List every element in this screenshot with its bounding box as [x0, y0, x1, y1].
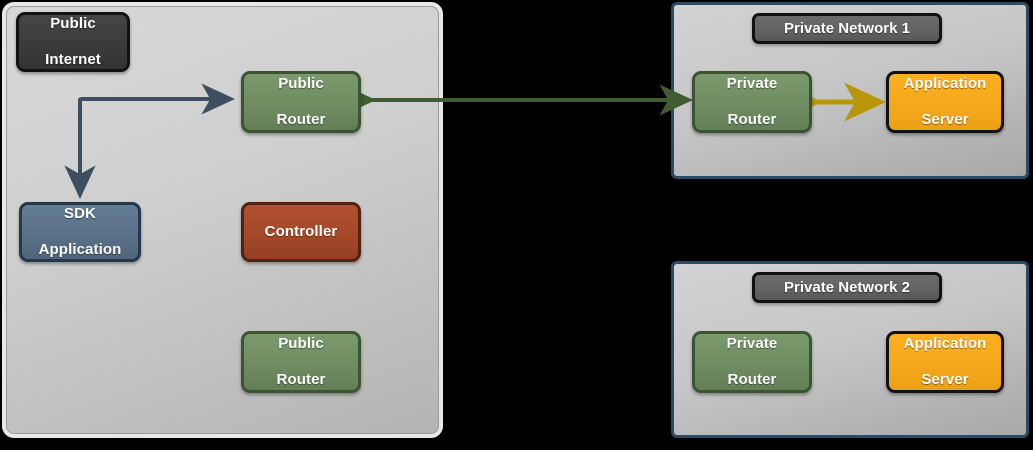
title-private-network-1: Private Network 1: [752, 13, 942, 44]
title-private-network-2: Private Network 2: [752, 272, 942, 303]
title-private-network-2-label: Private Network 2: [784, 279, 910, 296]
title-private-network-1-label: Private Network 1: [784, 20, 910, 37]
node-controller-label: Controller: [264, 222, 338, 240]
node-controller[interactable]: Controller: [241, 202, 361, 262]
